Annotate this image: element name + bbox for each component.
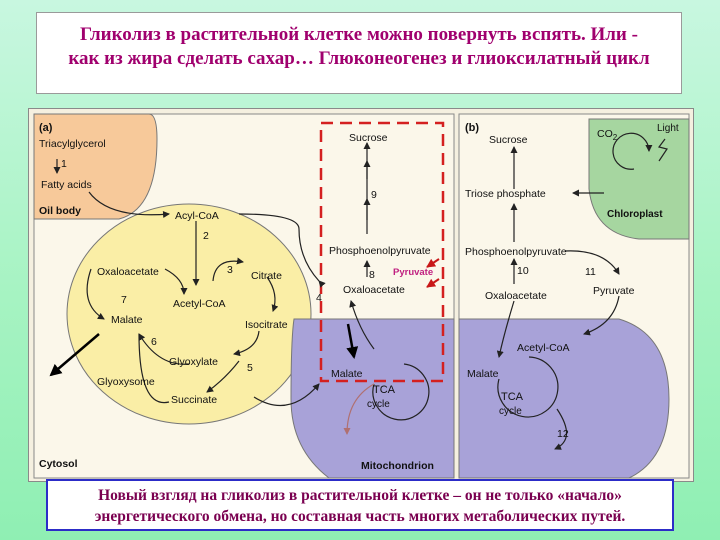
step-3-label: 3 <box>227 264 233 276</box>
step-9-label: 9 <box>371 189 377 201</box>
fatty-acids-label: Fatty acids <box>41 179 92 191</box>
acetyl-coa-label: Acetyl-CoA <box>173 298 226 310</box>
acyl-coa-label: Acyl-CoA <box>175 210 219 222</box>
pep-a-label: Phosphoenolpyruvate <box>329 245 431 257</box>
triose-phosphate-label: Triose phosphate <box>465 188 546 200</box>
pathway-diagram: (a) Triacylglycerol 1 Fatty acids Oil bo… <box>33 113 690 479</box>
oxaloacetate-glyox-label: Oxaloacetate <box>97 266 159 278</box>
cytosol-label: Cytosol <box>39 458 78 470</box>
pyruvate-a-label: Pyruvate <box>393 267 433 278</box>
acetyl-coa-b-label: Acetyl-CoA <box>517 342 570 354</box>
succinate-label: Succinate <box>171 394 217 406</box>
triacylglycerol-label: Triacylglycerol <box>39 138 106 150</box>
caption-line-2: энергетического обмена, но составная час… <box>94 508 626 525</box>
tca-b-line1: TCA <box>501 391 524 403</box>
glyoxysome-label: Glyoxysome <box>97 376 155 388</box>
tca-a-line1: TCA <box>373 384 396 396</box>
chloroplast-region <box>588 118 690 240</box>
isocitrate-label: Isocitrate <box>245 319 288 331</box>
malate-glyox-label: Malate <box>111 314 143 326</box>
oil-body-label: Oil body <box>39 205 81 217</box>
tca-b-line2: cycle <box>499 406 522 417</box>
panel-a-label: (a) <box>39 122 53 134</box>
step-5-label: 5 <box>247 362 253 374</box>
sucrose-a-label: Sucrose <box>349 132 388 144</box>
oxaloacetate-b-label: Oxaloacetate <box>485 290 547 302</box>
mitochondrion-b-region <box>458 318 670 479</box>
malate-mito-label: Malate <box>331 368 363 380</box>
chloroplast-label: Chloroplast <box>607 209 663 220</box>
co2-label: CO2 <box>597 128 618 142</box>
citrate-label: Citrate <box>251 270 282 282</box>
step-2-label: 2 <box>203 230 209 242</box>
step-10-label: 10 <box>517 265 529 277</box>
title-line-1: Гликолиз в растительной клетке можно пов… <box>80 24 638 45</box>
title-box: Гликолиз в растительной клетке можно пов… <box>36 12 682 94</box>
mitochondrion-region <box>290 318 455 479</box>
title-line-2: как из жира сделать сахар… Глюконеогенез… <box>68 48 650 69</box>
caption-line-1: Новый взгляд на гликолиз в растительной … <box>98 487 622 504</box>
step-8-label: 8 <box>369 269 375 281</box>
step-6-label: 6 <box>151 336 157 348</box>
step-12-label: 12 <box>557 428 569 440</box>
panel-b-label: (b) <box>465 122 479 134</box>
oil-body-region <box>33 113 158 220</box>
malate-b-label: Malate <box>467 368 499 380</box>
step-7-label: 7 <box>121 294 127 306</box>
mitochondrion-label: Mitochondrion <box>361 460 434 472</box>
caption-box: Новый взгляд на гликолиз в растительной … <box>46 479 674 531</box>
pep-b-label: Phosphoenolpyruvate <box>465 246 567 258</box>
step-11-label: 11 <box>585 266 596 278</box>
tca-a-line2: cycle <box>367 399 390 410</box>
gluconeogenesis-dashed-box <box>319 121 445 383</box>
step-4-label: 4 <box>316 292 322 304</box>
glyoxylate-label: Glyoxylate <box>169 356 218 368</box>
pathway-figure: (a) Triacylglycerol 1 Fatty acids Oil bo… <box>28 108 694 482</box>
glyoxysome-region <box>66 203 312 425</box>
step-1-label: 1 <box>61 158 67 170</box>
sucrose-b-label: Sucrose <box>489 134 528 146</box>
light-label: Light <box>657 123 679 134</box>
pyruvate-b-label: Pyruvate <box>593 285 635 297</box>
oxaloacetate-mito-label: Oxaloacetate <box>343 284 405 296</box>
